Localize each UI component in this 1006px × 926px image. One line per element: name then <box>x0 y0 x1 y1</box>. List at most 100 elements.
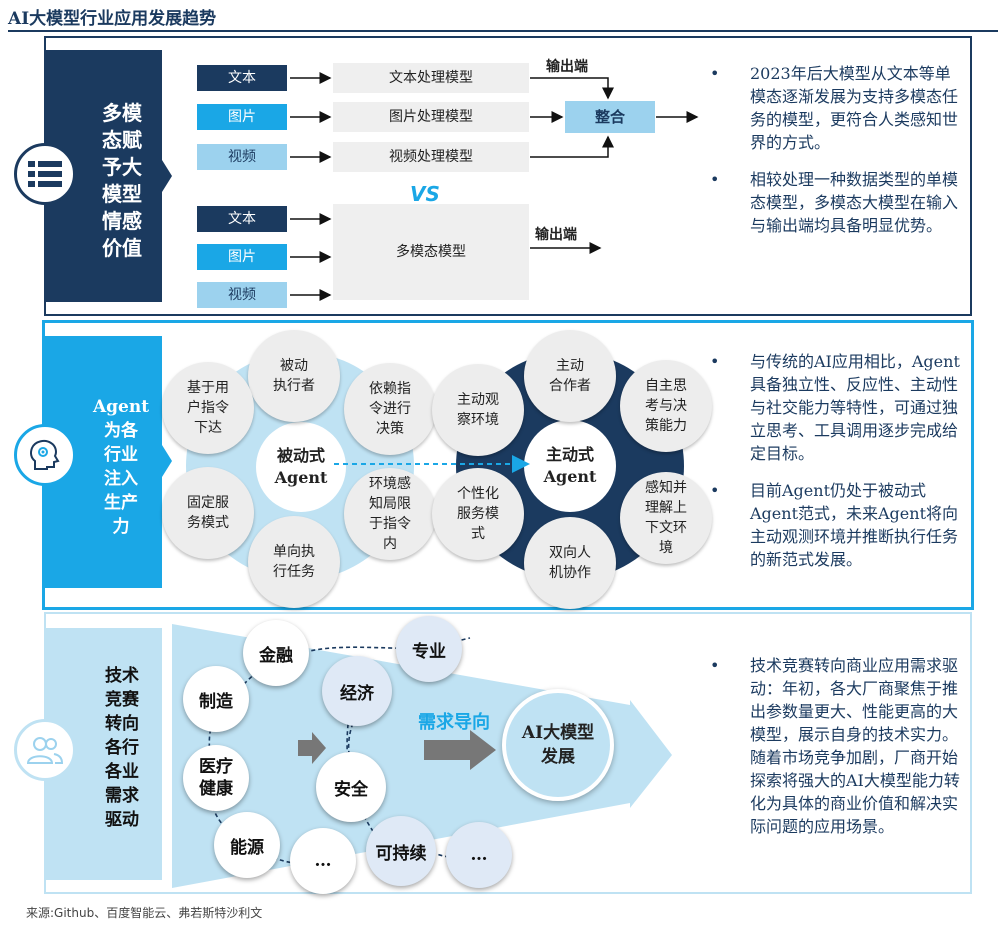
bubble-professional: 专业 <box>396 616 462 682</box>
bubble-economy: 经济 <box>322 656 392 726</box>
input-tag-image: 图片 <box>197 104 287 130</box>
passive-item-1-line-1: 被动 <box>280 358 308 374</box>
section2-label-line-3: 行业 <box>104 445 138 465</box>
model-multimodal: 多模态模型 <box>333 204 529 300</box>
section1-arrows <box>290 72 699 301</box>
passive-item-1-line-2: 执行者 <box>273 378 315 394</box>
section2-label-line-4: 注入 <box>104 469 138 489</box>
output-label-top: 输出端 <box>546 59 588 75</box>
passive-agent-center: 被动式 Agent <box>256 422 346 512</box>
title-underline <box>8 30 998 32</box>
source-note: 来源:Github、百度智能云、弗若斯特沙利文 <box>26 906 263 920</box>
target-l2: 发展 <box>541 747 575 767</box>
section1-bullets: 2023年后大模型从文本等单模态逐渐发展为支持多模态任务的模型，更符合人类感知世… <box>710 62 962 251</box>
section2-label-line-1: Agent <box>92 397 150 417</box>
demand-label: 需求导向 <box>418 712 490 733</box>
section2-bullets: 与传统的AI应用相比，Agent具备独立性、反应性、主动性与社交能力等特性，可通… <box>710 350 966 585</box>
bubble-finance: 金融 <box>243 620 309 686</box>
active-item-4: 双向人机协作 <box>524 517 616 609</box>
input-tag-image-2: 图片 <box>197 244 287 270</box>
passive-item-5-line-2: 务模式 <box>187 515 229 531</box>
active-item-5-line-3: 式 <box>471 526 485 542</box>
active-item-1: 主动合作者 <box>524 330 616 422</box>
passive-item-2-line-1: 依赖指 <box>369 381 411 397</box>
section1-label-line-3: 予大 <box>102 155 142 179</box>
model-text: 文本处理模型 <box>333 63 529 93</box>
passive-item-6-line-3: 下达 <box>194 420 222 436</box>
bubble-more-1: … <box>290 828 356 894</box>
passive-item-3-line-3: 于指令 <box>369 516 411 532</box>
passive-item-3: 环境感知局限于指令内 <box>344 468 436 560</box>
input-tag-video-2: 视频 <box>197 282 287 308</box>
bubble-healthcare-l2: 健康 <box>199 779 233 799</box>
passive-item-2: 依赖指令进行决策 <box>344 363 436 455</box>
active-item-3-line-4: 境 <box>659 540 673 556</box>
input-tag-text: 文本 <box>197 65 287 91</box>
active-item-6-line-1: 主动观 <box>457 392 499 408</box>
model-video: 视频处理模型 <box>333 142 529 172</box>
target-ai-development: AI大模型 发展 <box>502 689 614 801</box>
target-l1: AI大模型 <box>521 723 595 743</box>
section1-label: 多模态赋予大模型情感价值 <box>92 100 152 262</box>
input-tag-text-2: 文本 <box>197 206 287 232</box>
bubble-healthcare: 医疗健康 <box>183 745 249 811</box>
active-item-3-line-3: 下文环 <box>645 520 687 536</box>
active-item-1-line-1: 主动 <box>556 358 584 374</box>
section1-label-notch <box>162 160 172 192</box>
merge-box: 整合 <box>565 101 655 133</box>
active-center-l1: 主动式 <box>545 445 594 464</box>
active-item-2: 自主思考与决策能力 <box>620 360 712 452</box>
users-icon <box>14 719 76 781</box>
passive-item-4-line-1: 单向执 <box>273 544 315 560</box>
passive-item-5: 固定服务模式 <box>162 467 254 559</box>
active-item-3-line-1: 感知并 <box>645 480 687 496</box>
section2-label-line-5: 生产 <box>104 493 138 513</box>
page-title: AI大模型行业应用发展趋势 <box>8 9 217 29</box>
active-item-6: 主动观察环境 <box>432 364 524 456</box>
bubble-sustainable: 可持续 <box>366 816 436 886</box>
active-item-2-line-1: 自主思 <box>645 378 687 394</box>
section3-label-line-6: 需求 <box>105 786 139 806</box>
active-item-3: 感知并理解上下文环境 <box>620 472 712 564</box>
bubble-healthcare-l1: 医疗 <box>199 757 233 777</box>
section2-bullet-2: 目前Agent仍处于被动式Agent范式，未来Agent将向主动观测环境并推断执… <box>710 479 966 571</box>
section1-label-line-5: 情感 <box>102 209 142 233</box>
passive-item-2-line-2: 令进行 <box>369 401 411 417</box>
section3-bullets: 技术竞赛转向商业应用需求驱动：年初，各大厂商聚焦于推出参数量更大、性能更高的大模… <box>710 654 972 852</box>
passive-center-l2: Agent <box>274 468 328 487</box>
section3-bullet-1: 技术竞赛转向商业应用需求驱动：年初，各大厂商聚焦于推出参数量更大、性能更高的大模… <box>710 654 972 838</box>
section1-label-line-1: 多模 <box>102 101 142 125</box>
section3-label-line-2: 竞赛 <box>105 690 139 710</box>
passive-item-4-line-2: 行任务 <box>273 564 315 580</box>
section2-bullet-1: 与传统的AI应用相比，Agent具备独立性、反应性、主动性与社交能力等特性，可通… <box>710 350 966 465</box>
passive-item-5-line-1: 固定服 <box>187 495 229 511</box>
output-label-bottom: 输出端 <box>535 227 577 243</box>
passive-item-3-line-1: 环境感 <box>369 476 411 492</box>
list-icon <box>14 143 76 205</box>
active-item-5-line-2: 服务模 <box>457 506 499 522</box>
section2-label: Agent 为各行业注入生产力 <box>84 395 158 539</box>
section3-label: 技术竞赛转向各行各业需求驱动 <box>92 664 152 832</box>
passive-item-3-line-4: 内 <box>383 536 397 552</box>
passive-item-6: 基于用户指令下达 <box>162 362 254 454</box>
section2-label-notch <box>162 445 172 477</box>
active-item-1-line-2: 合作者 <box>549 378 591 394</box>
bubble-more-2: … <box>446 822 512 888</box>
section1-label-line-2: 态赋 <box>102 128 142 152</box>
active-item-5-line-1: 个性化 <box>457 486 499 502</box>
section1-bullet-1: 2023年后大模型从文本等单模态逐渐发展为支持多模态任务的模型，更符合人类感知世… <box>710 62 962 154</box>
vs-label: VS <box>410 182 440 206</box>
passive-item-4: 单向执行任务 <box>248 516 340 608</box>
section2-label-line-6: 力 <box>112 517 130 537</box>
section1-label-line-4: 模型 <box>102 182 142 206</box>
passive-item-3-line-2: 知局限 <box>369 496 411 512</box>
section3-label-line-5: 各业 <box>105 762 139 782</box>
section1-bullet-2: 相较处理一种数据类型的单模态模型，多模态大模型在输入与输出端均具备明显优势。 <box>710 168 962 237</box>
section3-label-line-1: 技术 <box>105 666 139 686</box>
passive-item-6-line-2: 户指令 <box>187 400 229 416</box>
active-center-l2: Agent <box>543 467 597 486</box>
active-item-4-line-2: 机协作 <box>549 565 591 581</box>
input-tag-video: 视频 <box>197 144 287 170</box>
section2-label-line-2: 为各 <box>104 421 138 441</box>
model-image: 图片处理模型 <box>333 102 529 132</box>
